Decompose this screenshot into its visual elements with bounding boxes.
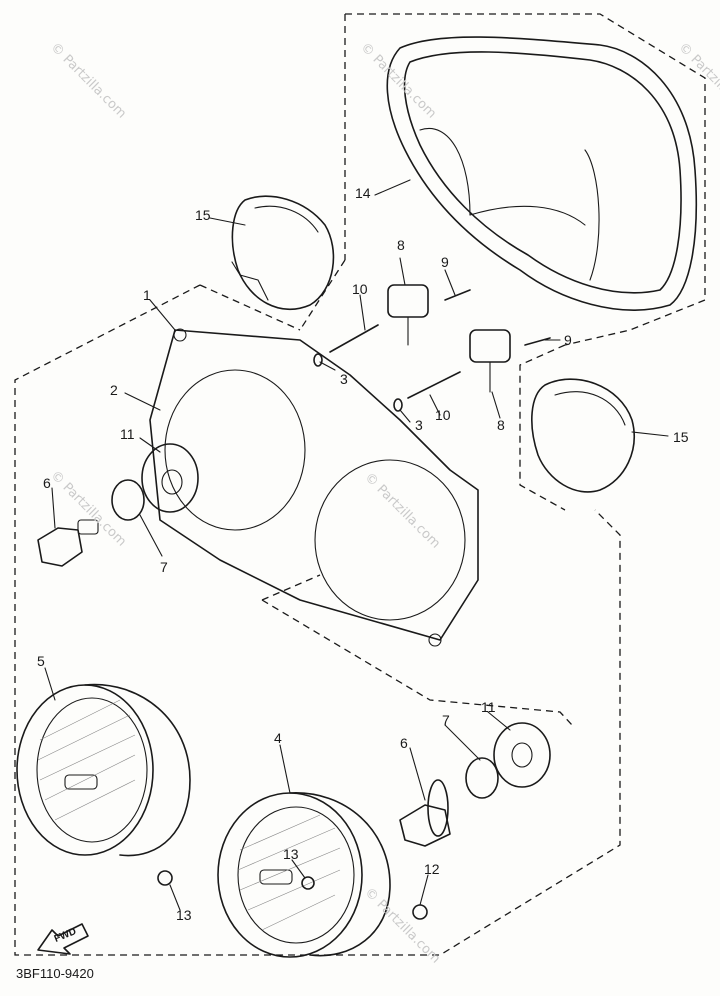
- callout-6-lower: 6: [400, 735, 408, 751]
- callout-6-upper: 6: [43, 475, 51, 491]
- washer-3-upper: [313, 353, 323, 367]
- socket-11-lower: [493, 722, 551, 788]
- callout-10-upper: 10: [352, 281, 368, 297]
- rim-cover-15-upper: [231, 195, 335, 311]
- bracket-8-lower: [469, 329, 511, 363]
- housing-part-2: [149, 328, 479, 647]
- screw-12: [412, 904, 428, 920]
- callout-4: 4: [274, 730, 282, 746]
- bulb-6-lower: [399, 779, 451, 847]
- screw-13-left: [157, 870, 173, 886]
- bulb-6-upper: [37, 519, 99, 567]
- callout-11-lower: 11: [481, 699, 496, 715]
- callout-13-left: 13: [176, 907, 192, 923]
- diagram-code: 3BF110-9420: [16, 966, 94, 981]
- leader-lines: [44, 179, 669, 911]
- callout-5: 5: [37, 653, 45, 669]
- callout-3-lower: 3: [415, 417, 423, 433]
- callout-15-upper: 15: [195, 207, 211, 223]
- callout-15-lower: 15: [673, 429, 689, 445]
- group-outline-1: [14, 284, 621, 956]
- bolt-9-upper: [444, 289, 471, 301]
- group-outline-14: [345, 13, 706, 346]
- callout-1: 1: [143, 287, 151, 303]
- cowl-part-14: [386, 36, 698, 311]
- callout-7-lower: 7: [442, 712, 450, 728]
- socket-11-upper: [141, 443, 199, 513]
- bulb-holder-7-lower: [465, 757, 499, 799]
- bolt-9-lower: [524, 337, 551, 346]
- callout-14: 14: [355, 185, 371, 201]
- callout-10-lower: 10: [435, 407, 451, 423]
- fwd-arrow-icon: [37, 923, 89, 955]
- bolt-10-lower: [407, 371, 461, 399]
- callout-9-upper: 9: [441, 254, 449, 270]
- group-outline-1-top: [199, 284, 301, 331]
- washer-3-lower: [393, 398, 403, 412]
- callout-9-lower: 9: [564, 332, 572, 348]
- bracket-8-upper: [387, 284, 429, 318]
- rim-cover-15-lower: [531, 378, 635, 493]
- group-outline-1-inner: [261, 574, 321, 601]
- headlight-unit-5: [16, 683, 191, 857]
- group-outline-15b: [519, 344, 566, 511]
- headlight-unit-4: [217, 792, 391, 958]
- callout-8-upper: 8: [397, 237, 405, 253]
- callout-13-right: 13: [283, 846, 299, 862]
- screw-13-right: [301, 876, 315, 890]
- bulb-holder-7-upper: [111, 479, 145, 521]
- callout-2: 2: [110, 382, 118, 398]
- group-outline-bulb: [261, 599, 573, 726]
- callout-7-upper: 7: [160, 559, 168, 575]
- callout-3-upper: 3: [340, 371, 348, 387]
- callout-12: 12: [424, 861, 440, 877]
- callout-11-upper: 11: [120, 426, 135, 442]
- bolt-10-upper: [329, 324, 379, 353]
- callout-8-lower: 8: [497, 417, 505, 433]
